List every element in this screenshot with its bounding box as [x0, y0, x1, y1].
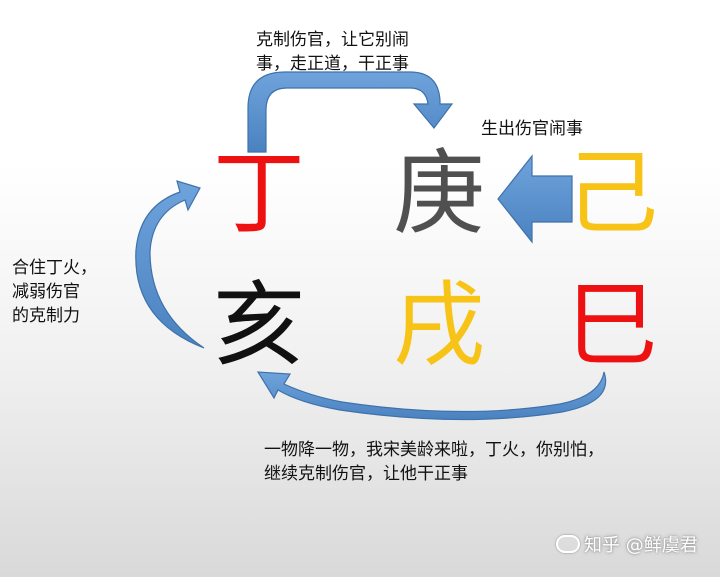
arrow-ding-to-geng — [247, 71, 454, 153]
char-ji: 己 — [566, 140, 659, 247]
watermark-text: 知乎 @鲜虞君 — [584, 535, 698, 556]
note-top-line1: 克制伤官，让它别闹 — [256, 30, 409, 50]
char-si: 巳 — [566, 272, 659, 379]
wechat-icon — [556, 535, 580, 553]
arrow-ji-to-geng — [497, 154, 573, 244]
char-wu: 戌 — [393, 272, 486, 379]
note-left-line2: 减弱伤官 — [12, 282, 80, 302]
note-left-line3: 的克制力 — [12, 306, 80, 326]
char-geng: 庚 — [393, 140, 486, 247]
note-left-line1: 合住丁火， — [12, 258, 97, 278]
char-ding: 丁 — [213, 140, 306, 247]
arrow-si-to-hai — [256, 371, 607, 421]
char-hai: 亥 — [213, 272, 306, 379]
note-top-line2: 事，走正道，干正事 — [256, 54, 409, 74]
note-top: 克制伤官，让它别闹 事，走正道，干正事 — [256, 28, 409, 76]
note-bottom-line1: 一物降一物，我宋美龄来啦，丁火，你别怕， — [264, 440, 604, 460]
note-left: 合住丁火， 减弱伤官 的克制力 — [12, 256, 97, 328]
note-right: 生出伤官闹事 — [481, 119, 583, 139]
note-bottom-line2: 继续克制伤官，让他干正事 — [264, 464, 468, 484]
watermark: 知乎 @鲜虞君 — [556, 531, 698, 557]
note-bottom: 一物降一物，我宋美龄来啦，丁火，你别怕， 继续克制伤官，让他干正事 — [264, 438, 604, 486]
arrow-hai-to-ding — [135, 180, 205, 349]
